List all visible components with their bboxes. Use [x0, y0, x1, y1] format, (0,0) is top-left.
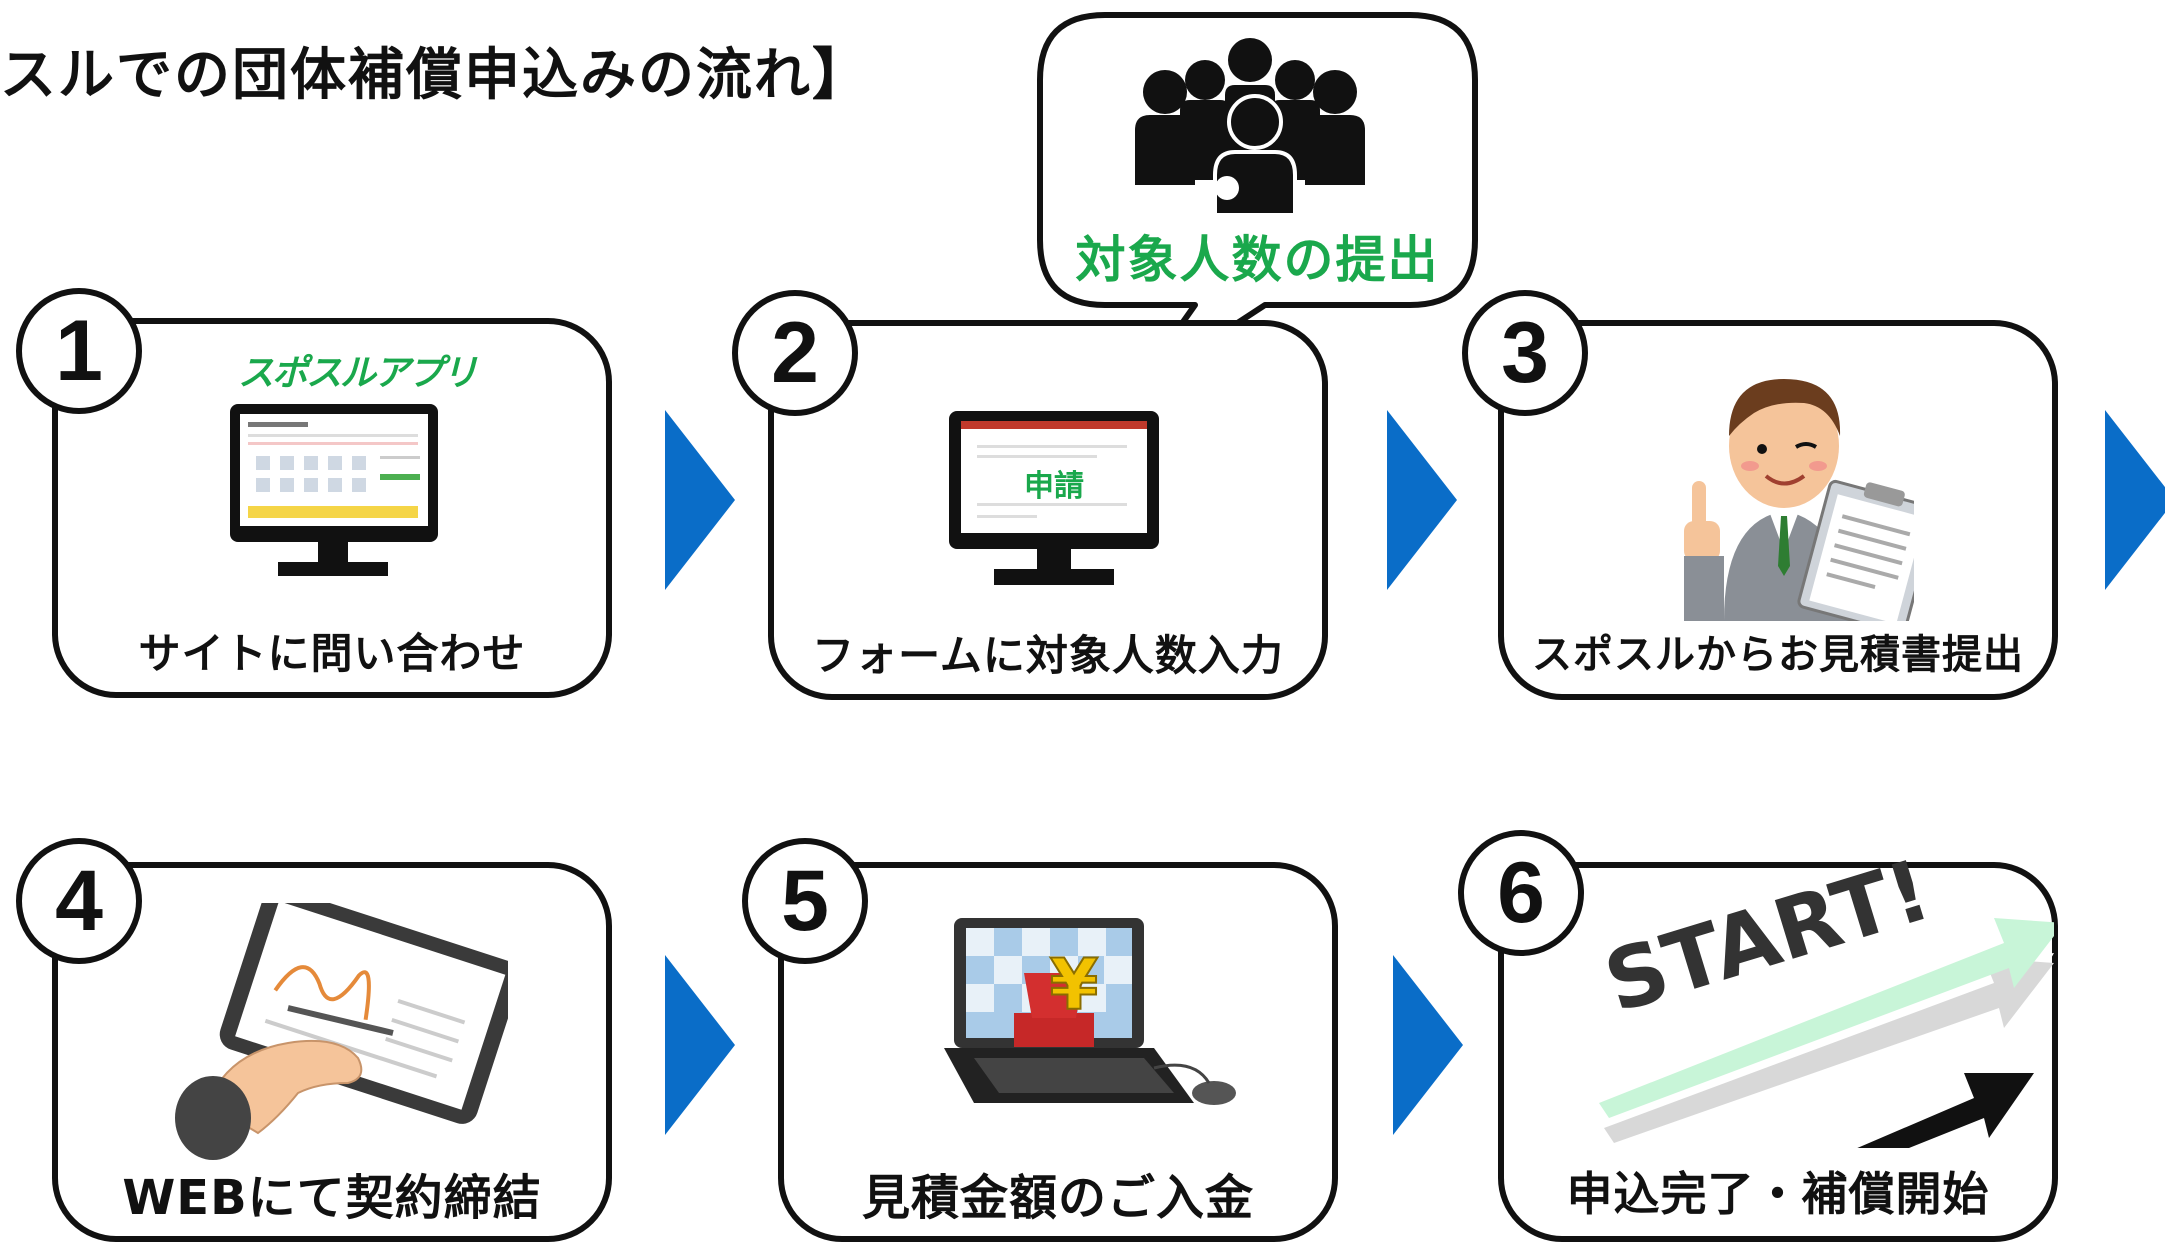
step-label-4: WEBにて契約締結: [122, 1170, 542, 1226]
step-card-6: START! 申込完了・補償開始: [1498, 841, 2058, 1242]
start-arrows-icon: [1599, 918, 2054, 1148]
callout-text: 対象人数の提出: [1075, 231, 1440, 289]
speech-bubble-shape: [1037, 12, 1478, 393]
chevron-right-icon: [1393, 955, 1463, 1135]
chevron-right-icon: [665, 410, 735, 590]
callout-bubble: 対象人数の提出: [1035, 10, 1480, 400]
chevron-right-icon: [2105, 410, 2165, 590]
step-label-5: 見積金額のご入金: [861, 1170, 1254, 1226]
apply-screen-text: 申請: [1024, 469, 1084, 504]
step-label-1: サイトに問い合わせ: [138, 629, 526, 678]
step-card-1: スポスルアプリ サイトに問い合わせ: [52, 318, 612, 698]
step-card-2: 申請 フォームに対象人数入力: [768, 320, 1328, 700]
businessman-icon: [1684, 379, 1914, 621]
tablet-signature-icon: [175, 903, 508, 1160]
page-title: スルでの団体補償申込みの流れ】: [0, 43, 870, 108]
yen-symbol: ¥: [1049, 943, 1100, 1027]
step-card-4: WEBにて契約締結: [52, 862, 612, 1242]
step-number-3: 3: [1462, 290, 1588, 416]
chevron-right-icon: [1387, 410, 1457, 590]
step-number-4: 4: [16, 838, 142, 964]
step-number-2: 2: [732, 290, 858, 416]
people-group-icon: [1135, 38, 1365, 217]
step-label-3: スポスルからお見積書提出: [1532, 632, 2024, 678]
laptop-yen-icon: [944, 918, 1236, 1105]
step-number-6: 6: [1458, 830, 1584, 956]
step-label-2: フォームに対象人数入力: [812, 631, 1284, 680]
step-number-1: 1: [16, 288, 142, 414]
monitor-icon: 申請: [949, 411, 1159, 596]
sposuru-app-logo: スポスルアプリ: [238, 353, 478, 394]
step-label-6: 申込完了・補償開始: [1566, 1167, 1990, 1221]
step-number-5: 5: [742, 838, 868, 964]
step-card-5: ¥ 見積金額のご入金: [778, 862, 1338, 1242]
monitor-icon: スポスルアプリ: [208, 344, 478, 584]
step-card-3: スポスルからお見積書提出: [1498, 320, 2058, 700]
chevron-right-icon: [665, 955, 735, 1135]
